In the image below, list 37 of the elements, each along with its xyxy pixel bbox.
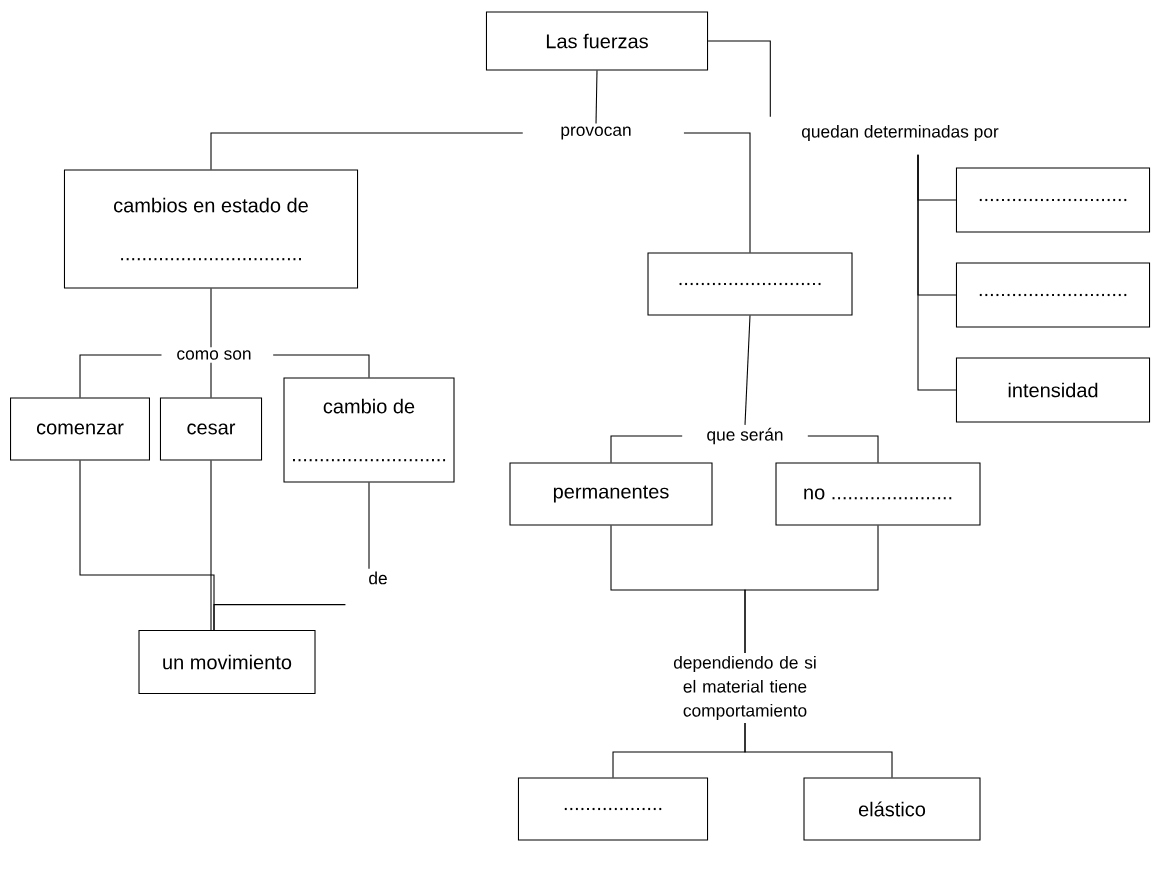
connector-line [368,482,370,570]
linking-text: dependiendo de si el material tiene comportamiento [673,655,816,721]
concept-box: permanentes [509,462,713,526]
connector-line [744,525,879,654]
concept-box: no ...................... [775,462,981,526]
connector-line [210,460,212,631]
concept-box: elástico [803,777,981,841]
connector-line [744,315,751,426]
connector-line [707,40,771,118]
concept-box: Las fuerzas [485,11,709,71]
linking-text: que serán [707,427,783,445]
concept-box: un movimiento [138,630,316,694]
concept-box: comenzar [10,397,150,461]
concept-box: intensidad [955,357,1151,423]
concept-box: .................. [517,777,709,841]
connector-line [683,132,751,253]
concept-box: ........................... [955,262,1151,328]
concept-box: cesar [159,397,263,461]
connector-line [807,435,879,463]
concept-box: ........................... [955,167,1151,233]
linking-text: de [369,571,387,585]
connector-line [610,435,683,463]
linking-text: quedan determinadas por [801,124,999,142]
connector-line [210,288,212,348]
connector-line [210,362,212,398]
connector-line [744,722,893,778]
connector-line [272,354,370,378]
connector-line [595,70,598,125]
linking-text: provocan [561,126,631,140]
concept-box: cambio de ............................ [283,377,455,483]
connector-line [79,354,163,398]
connector-line [917,154,957,391]
connector-line [213,604,346,631]
connector-line [210,132,524,170]
linking-text: como son [177,350,251,360]
concept-box: cambios en estado de ................................. [63,169,359,289]
concept-box: .......................... [647,252,853,316]
